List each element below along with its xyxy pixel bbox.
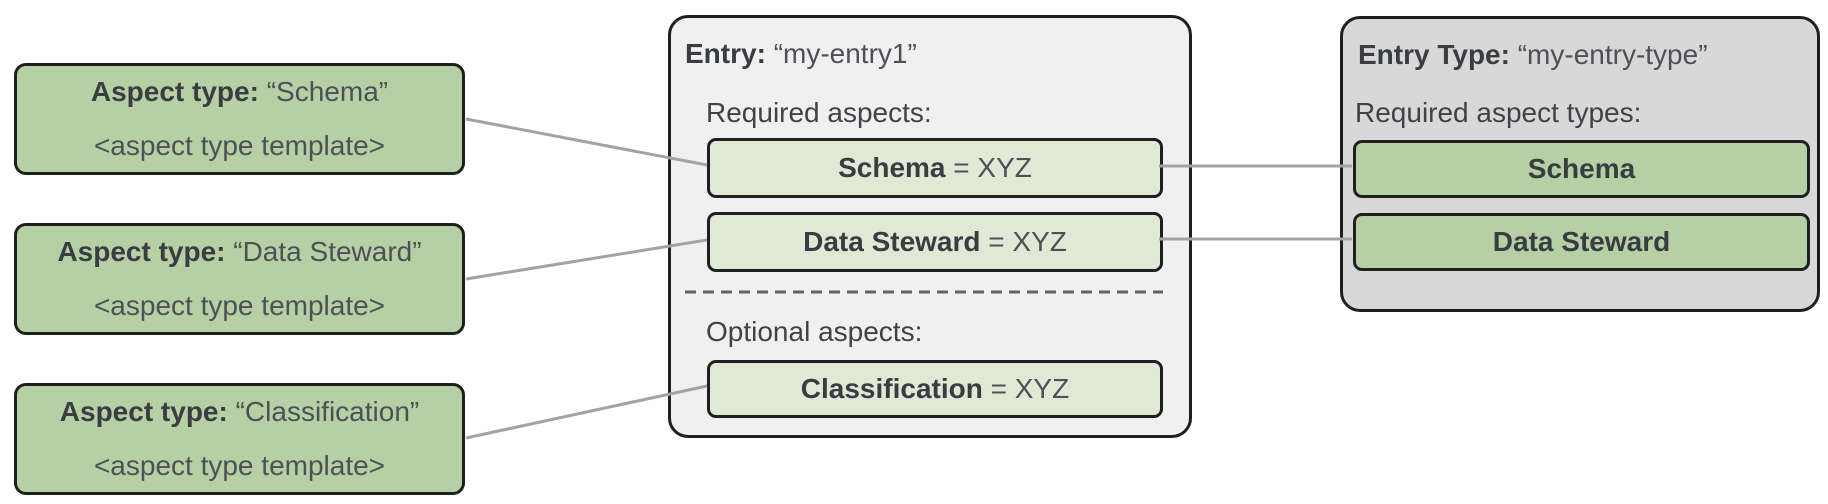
aspect-type-card-title: Aspect type: “Schema” bbox=[91, 76, 388, 108]
optional-aspect-chip-classification: Classification = XYZ bbox=[707, 360, 1163, 418]
aspect-value: = XYZ bbox=[945, 152, 1032, 183]
aspect-type-card-classification: Aspect type: “Classification” <aspect ty… bbox=[14, 383, 465, 495]
entry-panel: Entry: “my-entry1” Required aspects: Sch… bbox=[668, 15, 1192, 438]
entry-type-panel-title: Entry Type: “my-entry-type” bbox=[1358, 39, 1708, 71]
aspect-type-card-schema: Aspect type: “Schema” <aspect type templ… bbox=[14, 63, 465, 175]
required-aspect-chip-schema: Schema = XYZ bbox=[707, 138, 1163, 198]
aspect-name: Classification bbox=[800, 373, 983, 404]
aspect-type-card-title: Aspect type: “Data Steward” bbox=[57, 236, 421, 268]
aspect-type-card-title: Aspect type: “Classification” bbox=[60, 396, 419, 428]
aspect-type-name: “Schema” bbox=[266, 75, 389, 107]
required-aspect-types-heading: Required aspect types: bbox=[1355, 97, 1642, 128]
entry-type-title-value: “my-entry-type” bbox=[1517, 39, 1708, 70]
aspect-value: = XYZ bbox=[982, 373, 1070, 404]
aspect-name: Schema bbox=[838, 152, 946, 183]
aspect-value: = XYZ bbox=[980, 226, 1067, 257]
entry-title-label: Entry: bbox=[685, 38, 766, 69]
entry-type-title-label: Entry Type: bbox=[1358, 39, 1510, 70]
aspect-type-label: Aspect type: bbox=[59, 395, 228, 427]
aspect-type-label: Aspect type: bbox=[90, 75, 259, 107]
aspect-type-template: <aspect type template> bbox=[93, 450, 386, 481]
aspect-type-chip-name: Data Steward bbox=[1492, 226, 1671, 257]
aspect-type-chip-name: Schema bbox=[1527, 153, 1636, 184]
entry-type-panel: Entry Type: “my-entry-type” Required asp… bbox=[1340, 16, 1820, 312]
aspect-type-template: <aspect type template> bbox=[93, 290, 386, 321]
aspect-type-template: <aspect type template> bbox=[93, 130, 386, 161]
aspect-type-label: Aspect type: bbox=[57, 235, 226, 267]
entry-panel-title: Entry: “my-entry1” bbox=[685, 38, 917, 70]
required-aspect-chip-data-steward: Data Steward = XYZ bbox=[707, 212, 1163, 272]
aspect-type-chip-data-steward: Data Steward bbox=[1353, 213, 1810, 271]
aspect-type-name: “Classification” bbox=[235, 395, 420, 427]
optional-aspects-heading: Optional aspects: bbox=[706, 316, 923, 347]
aspect-type-chip-schema: Schema bbox=[1353, 140, 1810, 198]
required-aspects-heading: Required aspects: bbox=[706, 97, 932, 128]
entry-title-value: “my-entry1” bbox=[773, 38, 917, 69]
aspect-type-name: “Data Steward” bbox=[233, 235, 422, 267]
aspect-name: Data Steward bbox=[803, 226, 981, 257]
aspect-type-card-data-steward: Aspect type: “Data Steward” <aspect type… bbox=[14, 223, 465, 335]
